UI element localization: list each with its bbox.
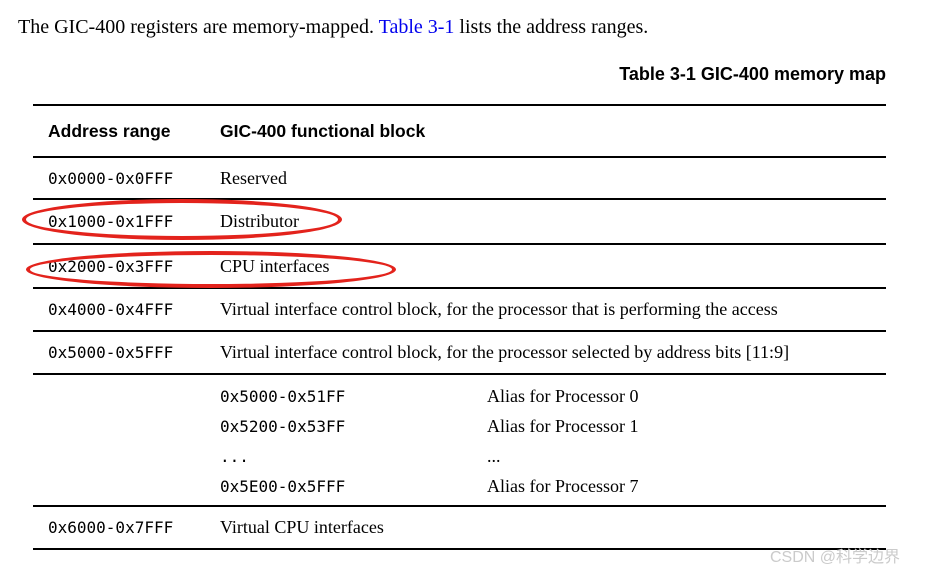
alias-label-cell: ... (487, 445, 501, 466)
table-row: 0x5000-0x5FFF Virtual interface control … (33, 330, 886, 373)
alias-address-cell: 0x5200-0x53FF (220, 416, 346, 436)
table-row: 0x4000-0x4FFF Virtual interface control … (33, 287, 886, 330)
alias-address-cell: 0x5E00-0x5FFF (220, 476, 346, 496)
address-cell: 0x4000-0x4FFF (48, 300, 174, 319)
alias-label-cell: Alias for Processor 7 (487, 475, 639, 496)
address-cell: 0x5000-0x5FFF (48, 343, 174, 362)
memory-map-table: Address range GIC-400 functional block 0… (33, 104, 886, 550)
alias-label-cell: Alias for Processor 0 (487, 385, 639, 406)
alias-row: ... ... (33, 441, 886, 471)
intro-text-after: lists the address ranges. (454, 16, 649, 38)
column-header-address-range: Address range (48, 120, 171, 141)
table-caption: Table 3-1 GIC-400 memory map (619, 64, 886, 84)
alias-row: 0x5200-0x53FF Alias for Processor 1 (33, 411, 886, 441)
table-header-row: Address range GIC-400 functional block (33, 104, 886, 156)
block-cell: Reserved (220, 167, 287, 188)
alias-sub-rows: 0x5000-0x51FF Alias for Processor 0 0x52… (33, 373, 886, 505)
csdn-watermark: CSDN @科学边界 (770, 549, 901, 566)
alias-label-cell: Alias for Processor 1 (487, 415, 639, 436)
table-row: 0x2000-0x3FFF CPU interfaces (33, 243, 886, 287)
alias-row: 0x5000-0x51FF Alias for Processor 0 (33, 381, 886, 411)
block-cell: Virtual interface control block, for the… (220, 299, 778, 319)
block-cell: Virtual interface control block, for the… (220, 342, 790, 362)
table-row: 0x0000-0x0FFF Reserved (33, 156, 886, 198)
alias-address-cell: ... (220, 446, 249, 466)
intro-paragraph: The GIC-400 registers are memory-mapped.… (18, 15, 648, 39)
block-cell: Distributor (220, 211, 299, 231)
alias-address-cell: 0x5000-0x51FF (220, 386, 346, 406)
table-3-1-link[interactable]: Table 3-1 (378, 16, 455, 38)
block-cell: CPU interfaces (220, 255, 330, 276)
column-header-functional-block: GIC-400 functional block (220, 120, 426, 141)
address-cell: 0x0000-0x0FFF (48, 168, 174, 188)
block-cell: Virtual CPU interfaces (220, 517, 384, 537)
table-row: 0x6000-0x7FFF Virtual CPU interfaces (33, 505, 886, 548)
address-cell: 0x1000-0x1FFF (48, 212, 174, 231)
alias-row: 0x5E00-0x5FFF Alias for Processor 7 (33, 471, 886, 501)
address-cell: 0x6000-0x7FFF (48, 518, 174, 537)
address-cell: 0x2000-0x3FFF (48, 256, 174, 276)
intro-text-before: The GIC-400 registers are memory-mapped. (18, 16, 379, 38)
table-row: 0x1000-0x1FFF Distributor (33, 198, 886, 243)
